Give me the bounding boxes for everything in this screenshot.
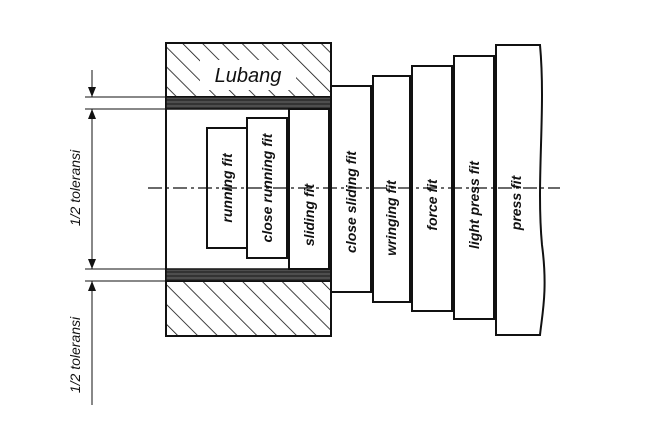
fit-label-press: press fit xyxy=(508,174,524,231)
fit-label-close-sliding: close sliding fit xyxy=(343,150,359,253)
tolerance-band-top xyxy=(165,96,332,110)
fit-label-force: force fit xyxy=(424,178,440,231)
tolerance-band-bottom xyxy=(165,268,332,282)
tolerance-label-top: 1/2 toleransi xyxy=(67,149,83,226)
dimension-arrows xyxy=(88,87,96,291)
fit-label-light-press: light press fit xyxy=(466,160,482,249)
shaft-close-sliding-fit xyxy=(330,85,372,293)
shaft-wringing-fit xyxy=(372,75,411,303)
hole-bottom xyxy=(165,280,332,337)
fit-label-wringing: wringing fit xyxy=(383,179,399,256)
shaft-press-fit xyxy=(495,44,546,336)
hole-label: Lubang xyxy=(215,65,282,87)
shaft-force-fit xyxy=(411,65,453,312)
fit-label-sliding: sliding fit xyxy=(301,183,317,247)
fit-label-close-running: close running fit xyxy=(259,132,275,242)
dimension-lines xyxy=(85,70,166,405)
shaft-sliding-fit xyxy=(288,108,330,270)
fit-label-running: running fit xyxy=(219,152,235,223)
tolerance-label-bottom: 1/2 toleransi xyxy=(67,316,83,393)
hole-top: Lubang xyxy=(165,42,332,98)
